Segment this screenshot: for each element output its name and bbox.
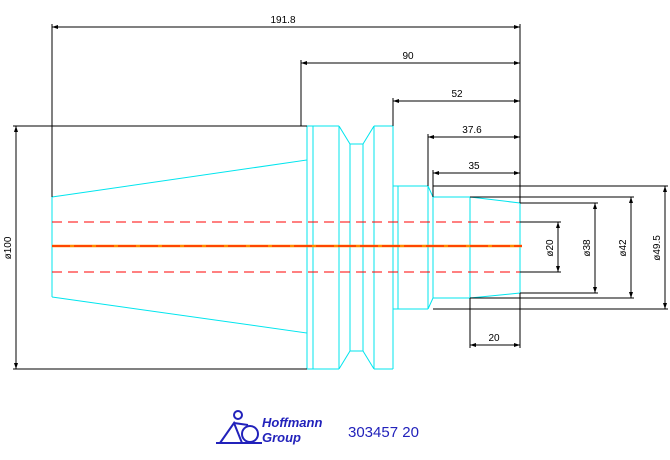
logo-line2: Group (262, 430, 301, 445)
dim-label-dia38: ø38 (582, 239, 593, 257)
taper-cone-upper (51, 126, 308, 198)
arrowhead (629, 292, 633, 298)
dimension-lines (13, 24, 668, 370)
arrowhead (663, 303, 667, 309)
taper-cone-lower (51, 296, 308, 369)
dim-label-overall-length: 191.8 (270, 15, 295, 26)
arrowhead (52, 25, 58, 29)
collar-step-upper (427, 185, 470, 198)
arrowhead (663, 186, 667, 192)
arrowhead (14, 363, 18, 369)
dim-label-35: 35 (468, 161, 480, 172)
arrowhead (14, 126, 18, 132)
nose-upper (469, 196, 521, 204)
dim-label-dia49-5: ø49.5 (652, 235, 663, 261)
arrowhead (301, 61, 307, 65)
arrowhead (514, 171, 520, 175)
arrowhead (593, 203, 597, 209)
hidden-lines (52, 221, 520, 273)
part-number: 303457 20 (348, 424, 419, 441)
dim-label-dia100: ø100 (3, 236, 14, 259)
logo-line1: Hoffmann (262, 415, 322, 430)
collar-step-lower (427, 297, 470, 310)
dim-label-90: 90 (402, 51, 414, 62)
dim-label-dia20: ø20 (545, 239, 556, 257)
arrowhead (593, 287, 597, 293)
part-outline (51, 125, 521, 370)
nose-lower (469, 292, 521, 299)
arrowhead (514, 99, 520, 103)
arrowhead (514, 343, 520, 347)
arrowheads (14, 25, 667, 369)
v-groove-lower (338, 350, 375, 370)
arrowhead (470, 343, 476, 347)
arrowhead (556, 266, 560, 272)
dim-label-20: 20 (488, 333, 500, 344)
arrowhead (514, 135, 520, 139)
v-groove-upper (338, 125, 375, 145)
dim-label-52: 52 (451, 89, 463, 100)
arrowhead (393, 99, 399, 103)
arrowhead (428, 135, 434, 139)
dimension-labels: 191.8 90 52 37.6 35 20 ø100 ø20 ø38 ø42 … (3, 15, 663, 344)
arrowhead (556, 222, 560, 228)
arrowhead (433, 171, 439, 175)
hoffmann-group-logo: Hoffmann Group (216, 410, 322, 445)
dim-label-dia42: ø42 (618, 239, 629, 257)
dim-label-37-6: 37.6 (462, 125, 482, 136)
arrowhead (514, 61, 520, 65)
hoffmann-figure-icon (216, 410, 262, 444)
arrowhead (514, 25, 520, 29)
arrowhead (629, 197, 633, 203)
